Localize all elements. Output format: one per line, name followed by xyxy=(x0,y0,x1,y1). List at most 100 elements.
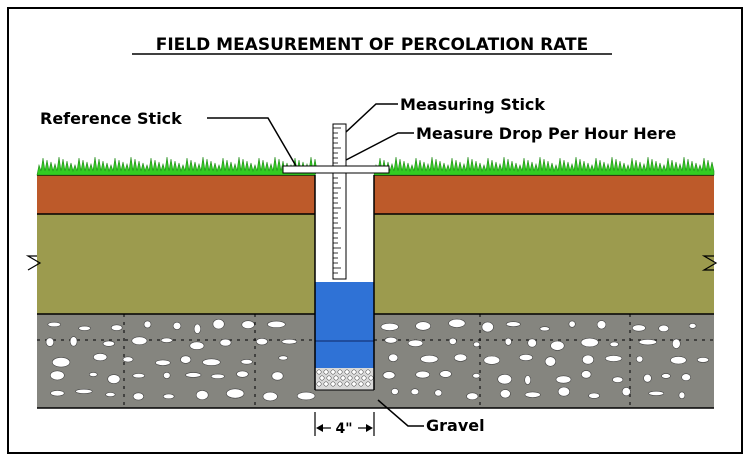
stone xyxy=(202,358,221,366)
gravel-stone xyxy=(365,381,371,387)
stone xyxy=(466,392,479,401)
stone xyxy=(568,320,576,328)
stone xyxy=(481,321,494,333)
clay-right xyxy=(374,214,714,314)
stone xyxy=(193,323,201,334)
water-in-hole xyxy=(315,282,374,368)
gravel-stone xyxy=(340,375,346,381)
stone xyxy=(638,339,657,346)
stone xyxy=(132,373,145,379)
stone xyxy=(581,354,594,365)
stone xyxy=(448,318,466,328)
grass-left xyxy=(36,156,318,176)
gravel-stone xyxy=(326,375,332,381)
stone xyxy=(122,356,134,363)
stone xyxy=(163,371,171,379)
stone xyxy=(102,340,115,347)
stone xyxy=(434,389,443,397)
stone xyxy=(255,338,268,346)
gravel-stone xyxy=(333,375,339,381)
gravel-label: Gravel xyxy=(426,416,485,435)
hole-width-label: 4" xyxy=(335,421,352,437)
stone xyxy=(621,387,631,397)
stone xyxy=(281,338,298,345)
stone xyxy=(539,326,550,332)
stone xyxy=(189,341,205,350)
stone xyxy=(262,391,278,402)
gravel-stone xyxy=(316,381,322,387)
gravel-stone xyxy=(347,375,353,381)
stones-group xyxy=(45,318,710,402)
stone xyxy=(544,356,557,367)
clay-left xyxy=(37,214,315,314)
stone xyxy=(132,392,144,401)
stone xyxy=(185,372,202,378)
stone xyxy=(499,389,511,399)
stone xyxy=(483,355,501,365)
stone xyxy=(162,393,175,400)
stone xyxy=(131,336,148,346)
zigzag-break-icon xyxy=(701,255,718,271)
topsoil-right xyxy=(374,175,714,214)
stone xyxy=(681,373,691,382)
gravel-stone xyxy=(316,369,322,375)
gravel-stone xyxy=(365,369,371,375)
stone xyxy=(580,337,599,348)
stone xyxy=(219,338,232,347)
stone xyxy=(472,373,481,379)
measuring-stick-body xyxy=(332,123,347,280)
stone xyxy=(388,353,399,362)
stone xyxy=(580,370,592,379)
stone xyxy=(473,341,481,348)
stone xyxy=(296,391,316,401)
stone xyxy=(648,390,665,396)
gravel-stone xyxy=(351,369,357,375)
stone xyxy=(143,320,152,329)
stone xyxy=(391,388,399,395)
stone xyxy=(75,388,93,394)
stone xyxy=(661,373,671,379)
reference-stick-leader xyxy=(207,117,297,167)
stone xyxy=(51,357,71,368)
stone xyxy=(557,386,571,397)
stone xyxy=(612,376,624,383)
reference-stick-label: Reference Stick xyxy=(40,109,182,128)
stone xyxy=(504,337,512,346)
stone xyxy=(604,355,623,362)
stone xyxy=(497,374,513,385)
stone xyxy=(241,320,255,330)
measuring-stick xyxy=(332,123,347,280)
stone xyxy=(609,341,619,347)
gravel-bed-stones xyxy=(316,369,374,387)
gravel-dashed-lines xyxy=(37,314,714,408)
stone xyxy=(415,321,431,331)
measuring-stick-leader xyxy=(345,103,398,133)
diagram-title: FIELD MEASUREMENT OF PERCOLATION RATE xyxy=(156,35,589,55)
stone xyxy=(524,375,532,385)
stone xyxy=(671,338,681,349)
stone xyxy=(236,370,249,378)
stone xyxy=(212,318,225,330)
stone xyxy=(267,320,286,329)
stone xyxy=(696,357,710,363)
stone xyxy=(278,355,289,361)
stone xyxy=(180,355,192,364)
measuring-stick-ticks xyxy=(333,127,341,274)
stone xyxy=(49,370,65,381)
gravel-stone xyxy=(319,375,325,381)
gravel-stone xyxy=(323,369,329,375)
stone xyxy=(439,370,452,378)
stone xyxy=(688,323,697,329)
stone xyxy=(226,388,245,399)
stone xyxy=(110,324,123,331)
gravel-stone xyxy=(323,381,329,387)
stone xyxy=(410,388,420,396)
stone xyxy=(527,338,537,348)
test-hole xyxy=(314,175,375,391)
stone xyxy=(643,373,652,383)
stone xyxy=(550,340,565,351)
stone xyxy=(93,353,108,362)
gravel-stone xyxy=(337,369,343,375)
